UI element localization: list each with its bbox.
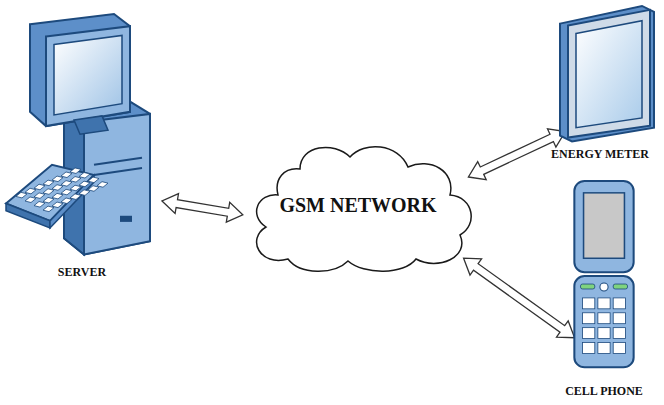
node-label: SERVER	[58, 265, 106, 280]
node-shape	[558, 175, 650, 401]
node-label: ENERGY METER	[551, 147, 649, 162]
double-arrow	[468, 129, 565, 180]
node-label: CELL PHONE	[565, 384, 643, 399]
server-node: SERVER	[2, 12, 162, 282]
double-arrow	[162, 194, 243, 222]
node-label: GSM NETWORK	[279, 194, 436, 217]
meter-node: ENERGY METER	[538, 2, 662, 164]
phone-node: CELL PHONE	[558, 175, 650, 401]
network-cloud: GSM NETWORK	[238, 135, 478, 275]
node-shape	[538, 2, 662, 164]
double-arrow	[464, 258, 575, 338]
node-shape	[2, 12, 162, 282]
